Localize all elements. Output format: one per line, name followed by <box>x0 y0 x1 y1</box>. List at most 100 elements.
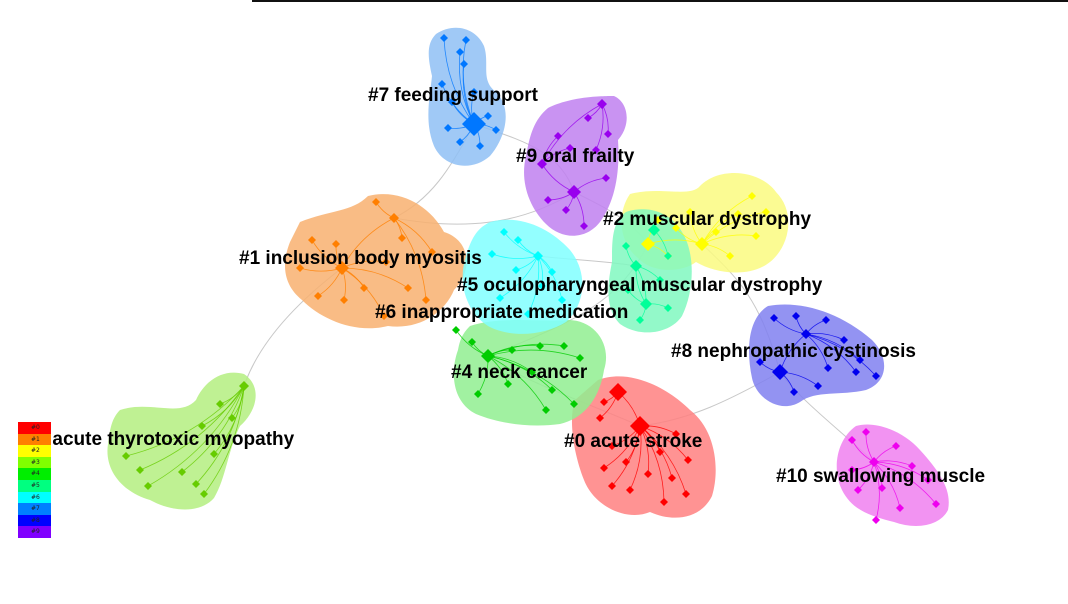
legend-item-0: #0 <box>18 422 51 434</box>
cluster-edge-0 <box>639 425 665 503</box>
cluster-node-4 <box>504 380 512 388</box>
cluster-edge-7 <box>443 37 475 125</box>
cluster-node-5 <box>656 276 664 284</box>
legend-item-3: #3 <box>18 456 51 469</box>
cluster-node-0 <box>682 490 690 498</box>
cluster-node-9 <box>592 146 600 154</box>
cluster-node-7 <box>456 48 464 56</box>
cluster-node-2 <box>748 192 756 200</box>
cluster-node-0 <box>684 456 692 464</box>
cluster-node-5 <box>640 298 652 310</box>
cluster-nodes <box>122 34 940 524</box>
cluster-label-0: #0 acute stroke <box>564 431 702 452</box>
cluster-node-10 <box>872 516 880 524</box>
cluster-label-1: #1 inclusion body myositis <box>239 248 482 269</box>
cluster-label-9: #9 oral frailty <box>516 146 635 167</box>
cluster-node-2 <box>734 210 742 218</box>
cluster-region-8 <box>749 304 885 407</box>
cluster-node-8 <box>790 388 798 396</box>
cluster-node-2 <box>726 252 734 260</box>
cluster-node-8 <box>824 364 832 372</box>
cluster-node-10 <box>896 504 904 512</box>
cluster-node-5 <box>664 304 672 312</box>
cluster-node-9 <box>597 99 607 109</box>
cluster-node-1 <box>389 213 399 223</box>
cluster-node-1 <box>404 284 412 292</box>
cluster-edge-1 <box>341 217 395 269</box>
cluster-node-2 <box>712 228 720 236</box>
cluster-node-8 <box>872 372 880 380</box>
cluster-node-9 <box>580 222 588 230</box>
cluster-node-9 <box>554 132 562 140</box>
cluster-edge-9 <box>541 103 603 165</box>
cluster-node-3 <box>192 480 200 488</box>
cluster-label-6: #6 inappropriate medication <box>375 302 628 323</box>
cluster-node-0 <box>626 486 634 494</box>
cluster-node-1 <box>296 264 304 272</box>
cluster-node-3 <box>200 490 208 498</box>
legend-item-1: #1 <box>18 433 51 446</box>
cluster-edge-2 <box>701 195 753 245</box>
cluster-node-9 <box>567 185 581 199</box>
cluster-node-9 <box>544 196 552 204</box>
cluster-edge-0 <box>639 425 687 495</box>
cluster-node-4 <box>542 406 550 414</box>
cluster-node-0 <box>622 458 630 466</box>
cluster-edge-10 <box>873 461 929 481</box>
cluster-node-0 <box>596 414 604 422</box>
cluster-edge-4 <box>487 343 565 357</box>
cluster-node-5 <box>630 260 642 272</box>
cluster-node-3 <box>239 381 249 391</box>
cluster-regions <box>107 27 949 526</box>
cluster-node-10 <box>932 500 940 508</box>
cluster-node-7 <box>492 126 500 134</box>
cluster-label-7: #7 feeding support <box>368 85 539 106</box>
cluster-edge-6 <box>499 255 539 299</box>
cluster-node-0 <box>644 470 652 478</box>
cluster-node-1 <box>428 248 436 256</box>
cluster-labels: #7 feeding support #9 oral frailty #2 mu… <box>26 85 985 487</box>
cluster-node-4 <box>474 390 482 398</box>
cluster-node-4 <box>528 368 536 376</box>
cluster-node-7 <box>476 142 484 150</box>
cluster-node-4 <box>468 338 476 346</box>
legend-item-2: #2 <box>18 445 51 457</box>
cluster-node-1 <box>314 292 322 300</box>
cluster-node-9 <box>562 206 570 214</box>
cluster-edge-3 <box>125 385 245 457</box>
cluster-node-6 <box>500 228 508 236</box>
cluster-node-7 <box>456 138 464 146</box>
cluster-node-6 <box>548 268 556 276</box>
cluster-node-4 <box>481 349 495 363</box>
cluster-node-8 <box>814 382 822 390</box>
cluster-node-2 <box>654 216 662 224</box>
cluster-region-0 <box>571 376 716 518</box>
cluster-node-10 <box>862 428 870 436</box>
cluster-node-10 <box>892 442 900 450</box>
cluster-node-10 <box>908 462 916 470</box>
cluster-node-9 <box>537 159 547 169</box>
cluster-node-4 <box>452 326 460 334</box>
cluster-node-1 <box>422 296 430 304</box>
cluster-node-6 <box>538 282 546 290</box>
cluster-edge-8 <box>805 333 877 377</box>
cluster-label-4: #4 neck cancer <box>451 362 588 383</box>
cluster-node-7 <box>444 124 452 132</box>
cluster-node-10 <box>854 486 862 494</box>
cluster-node-3 <box>198 422 206 430</box>
cluster-node-10 <box>924 476 932 484</box>
cluster-node-10 <box>848 436 856 444</box>
cluster-node-1 <box>382 258 390 266</box>
cluster-node-3 <box>136 466 144 474</box>
cluster-node-4 <box>560 342 568 350</box>
cluster-edge-2 <box>701 211 767 245</box>
cluster-edge-3 <box>181 385 245 473</box>
cluster-edge-8 <box>805 333 857 373</box>
cluster-edge-3 <box>139 385 245 471</box>
cluster-node-7 <box>448 98 456 106</box>
cluster-node-2 <box>762 208 770 216</box>
cluster-edge-6 <box>527 255 540 315</box>
cluster-node-8 <box>852 368 860 376</box>
legend-item-4: #4 <box>18 468 51 480</box>
cluster-node-9 <box>566 144 574 152</box>
